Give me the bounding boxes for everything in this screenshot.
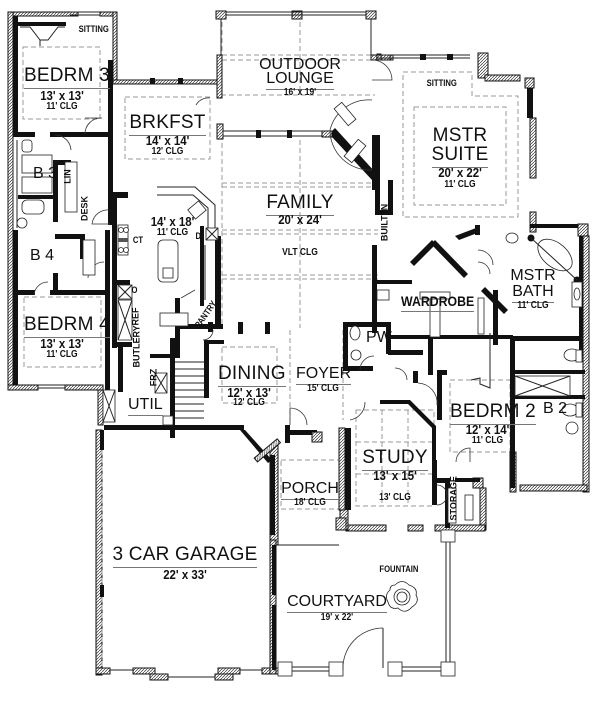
brkfst-ceiling: 12' CLG	[151, 146, 184, 157]
b2-label: B 2	[543, 400, 568, 417]
cooktop-label: CT	[132, 235, 144, 245]
bedrm4-name: BEDRM 4	[24, 314, 110, 338]
wardrobe-label: WARDROBE	[400, 293, 475, 312]
dining-dims: 12' x 13'	[227, 385, 271, 400]
lounge-name-1: OUTDOOR	[259, 56, 341, 73]
dining-ceiling: 12' CLG	[233, 397, 265, 408]
bedrm2-ceiling: 11' CLG	[471, 435, 504, 446]
courtyard-name: COURTYARD	[282, 593, 392, 613]
lounge-name-2: LOUNGE	[250, 70, 350, 90]
brkfst-dims: 14' x 14'	[145, 133, 190, 148]
mstr-name-2: SUITE	[414, 144, 506, 168]
oven-label: O	[131, 285, 138, 295]
kitchen-dims: 14' x 18'	[150, 214, 195, 229]
util-label: UTIL	[128, 396, 163, 416]
pw-label: PW	[366, 329, 392, 346]
dishwasher-label: D	[195, 231, 202, 241]
family-dims: 20' x 24'	[278, 212, 322, 227]
interior-walls	[13, 22, 585, 528]
bedrm2-dims: 12' x 14'	[465, 422, 510, 437]
ref-label: REF	[130, 307, 141, 326]
foyer-ceiling: 15' CLG	[307, 383, 339, 394]
porch-name: PORCH	[281, 480, 339, 500]
b3-label: B 3	[33, 165, 58, 182]
dining-name: DINING	[218, 363, 286, 387]
doors-windows	[12, 11, 375, 389]
fountain-label: FOUNTAIN	[379, 564, 419, 574]
bedrm4-dims: 13' x 13'	[40, 336, 84, 351]
mbath-ceiling: 11' CLG	[517, 300, 549, 311]
courtyard-structure	[277, 529, 456, 677]
stairs	[175, 361, 204, 419]
garage-name: 3 CAR GARAGE	[110, 544, 260, 568]
bedrm3-dims: 13' x 13'	[40, 88, 84, 103]
mbath-name-1: MSTR	[510, 267, 556, 284]
family-ceiling: VLT CLG	[282, 247, 318, 258]
mstr-ceiling: 11' CLG	[444, 179, 476, 190]
mbath-name-2: BATH	[508, 283, 558, 303]
lin-label: LIN	[62, 169, 73, 184]
foyer-name: FOYER	[296, 365, 352, 385]
mstr-name-1: MSTR	[432, 125, 488, 146]
bedrm4-ceiling: 11' CLG	[46, 349, 78, 360]
study-dims: 13' x 15'	[373, 468, 417, 483]
exterior-walls	[7, 10, 590, 681]
bedrm2-name: BEDRM 2	[450, 401, 536, 425]
study-name: STUDY	[356, 447, 434, 471]
frz-label: FRZ	[148, 368, 159, 387]
butlery-label: BUTLERY	[131, 325, 142, 368]
lounge-dims: 16' x 19'	[283, 87, 317, 98]
garage-dims: 22' x 33'	[163, 567, 207, 582]
desk-label: DESK	[79, 196, 90, 222]
b4-label: B 4	[30, 247, 55, 264]
mstr-dims: 20' x 22'	[438, 165, 482, 180]
family-name: FAMILY	[250, 192, 350, 216]
ceiling-outlines	[22, 22, 519, 510]
porch-ceiling: 18' CLG	[294, 497, 326, 508]
courtyard-dims: 19' x 22'	[320, 612, 354, 623]
mstr-sitting-label: SITTING	[426, 78, 457, 88]
built-in-label: BUILT IN	[379, 203, 390, 242]
brkfst-name: BRKFST	[125, 112, 210, 136]
bedrm3-name: BEDRM 3	[24, 65, 110, 89]
bedrm3-ceiling: 11' CLG	[46, 101, 78, 112]
bedrm3-sitting-label: SITTING	[78, 24, 109, 34]
fountain-icon	[386, 581, 418, 612]
storage-label: STORAGE	[448, 476, 459, 521]
study-ceiling: 13' CLG	[379, 492, 411, 503]
kitchen-ceiling: 11' CLG	[156, 227, 189, 238]
